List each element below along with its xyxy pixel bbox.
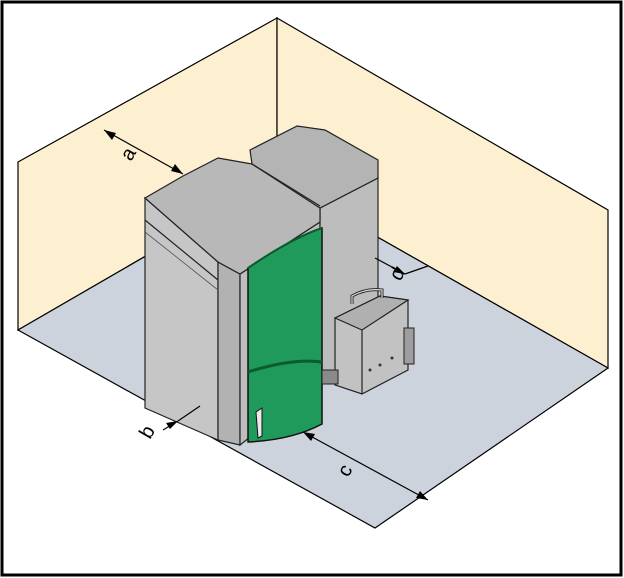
- door-handle: [255, 407, 263, 439]
- boiler-door: [247, 226, 323, 443]
- feed-unit: [321, 288, 415, 395]
